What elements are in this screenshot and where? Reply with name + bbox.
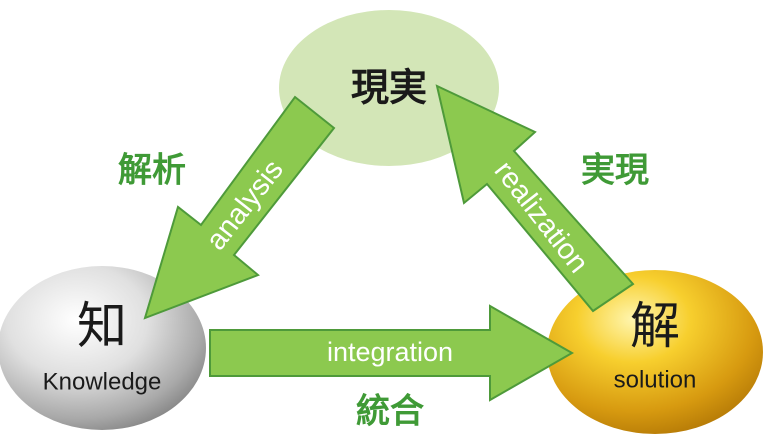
integration-caption: 統合: [356, 392, 424, 432]
integration-arrow: [209, 304, 575, 402]
solution-node: [547, 270, 763, 434]
solution-kanji: 解: [630, 297, 680, 355]
integration-arrow-label: integration: [327, 337, 453, 367]
solution-label: solution: [614, 366, 697, 393]
reality-label: 現実: [351, 66, 427, 110]
realization-caption: 実現: [581, 151, 649, 191]
knowledge-kanji: 知: [77, 297, 127, 355]
realization-arrow: [435, 84, 635, 313]
analysis-arrow: [143, 95, 336, 320]
realization-arrow-label: realization: [488, 155, 595, 279]
analysis-caption: 解析: [118, 151, 186, 191]
knowledge-label: Knowledge: [43, 368, 162, 395]
